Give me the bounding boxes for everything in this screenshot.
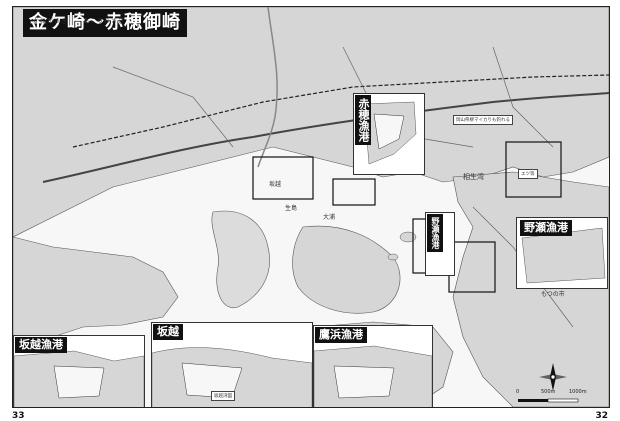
inset-label-nose-right: 野瀬漁港: [520, 220, 572, 236]
scale-bar: [518, 398, 579, 403]
inset-label-akashio: 赤穂漁港: [355, 95, 371, 145]
place-sakoshi: 坂越: [269, 181, 282, 188]
map-frame: 赤穂漁港 野瀬漁港 野瀬漁港 坂越漁港 坂越 坂越湾図: [12, 6, 610, 408]
inset-label-sakoshi-bay: 坂越湾図: [211, 391, 235, 401]
title-furigana-left: かねがさき: [33, 18, 69, 25]
box-aioi: [505, 141, 562, 198]
map-title: かねがさき あこうみさき 金ケ崎〜赤穂御崎: [23, 9, 187, 37]
box-sakoshi-port: [332, 178, 376, 206]
highway: [42, 92, 609, 183]
box-sakoshi: [252, 156, 314, 200]
tip-callout-2: エツ等: [518, 169, 538, 179]
tip-callout-1: 岡山県柳マイカりも釣れる: [453, 115, 513, 125]
railway-line: [72, 74, 609, 148]
place-oura: 大浦: [323, 214, 336, 221]
compass-icon: [539, 363, 567, 391]
inset-label-takahama: 鷹浜漁港: [315, 327, 367, 343]
title-furigana-right: あこうみさき: [83, 18, 126, 25]
place-ikunoura: 生島: [285, 205, 298, 212]
place-aioi-bay: 相生湾: [463, 173, 484, 181]
page-number-right: 32: [595, 411, 608, 421]
inset-label-sakoshi-port: 坂越漁港: [15, 337, 67, 353]
page-number-left: 33: [12, 411, 25, 421]
land-peninsula-center: [211, 210, 270, 309]
scale-label-1000: 1000m: [569, 389, 587, 395]
inset-label-sakoshi: 坂越: [153, 324, 183, 340]
scale-label-500: 500m: [541, 389, 556, 395]
inset-akashio: [353, 93, 425, 175]
scale-label-0: 0: [516, 389, 520, 395]
river: [257, 7, 278, 168]
road-1: [112, 66, 234, 148]
title-text: 金ケ崎〜赤穂御崎: [29, 12, 181, 33]
place-tsuno: もつの市: [541, 291, 565, 298]
island-2: [387, 253, 399, 261]
inset-label-nose: 野瀬漁港: [427, 214, 443, 252]
road-3: [492, 46, 554, 148]
island-1: [399, 231, 417, 243]
land-center-south: [292, 225, 401, 314]
